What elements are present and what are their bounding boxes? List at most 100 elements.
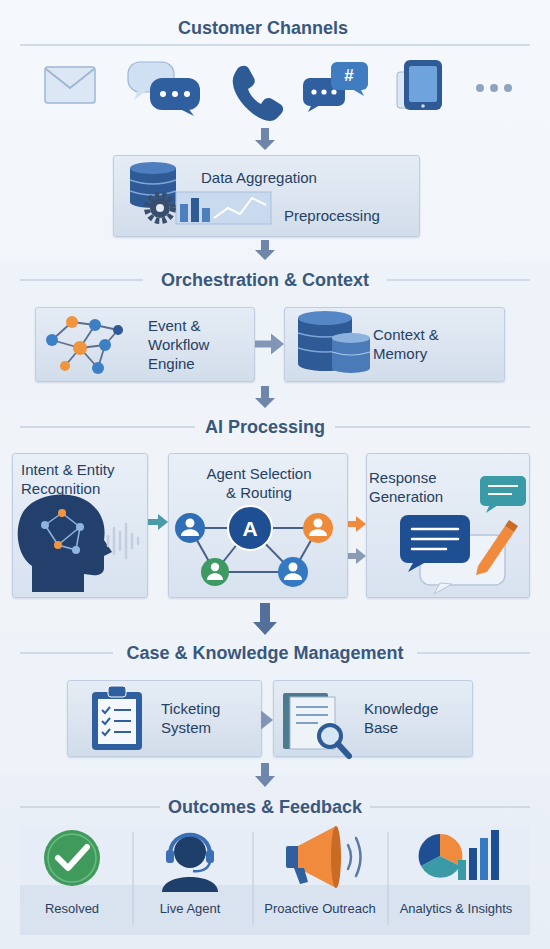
network-icon [72,322,95,325]
analytics-icon [491,830,499,880]
connector-line [148,519,159,525]
resolved-icon [44,830,100,886]
outcome-band [252,832,253,925]
hashtag-chat-icon [303,78,345,106]
more-dots [476,84,512,92]
more-dots [476,84,484,92]
memory-database-icon [332,333,370,343]
response-bubbles-icon [400,515,470,563]
megaphone-icon [286,826,361,888]
node-title: Intent & Entity Recognition [21,460,147,498]
agent-network-icon [215,528,250,572]
network-icon [92,362,104,374]
process-box: Intent & Entity Recognition [12,453,148,598]
knowledge-doc-icon [290,697,335,749]
section-band [0,410,550,632]
process-box: Data AggregationPreprocessing [113,155,420,237]
agent-network-icon [309,529,327,536]
live-agent-icon [170,835,210,855]
clipboard-icon [102,707,110,713]
connector-line [348,553,357,559]
hashtag-chat-icon [303,62,368,112]
waveform-icon [107,536,110,546]
agent-network-icon [250,528,293,572]
memory-database-icon [332,352,370,355]
knowledge-doc-icon [319,725,341,747]
flow-connector [348,516,366,532]
head-brain-icon [76,523,84,531]
waveform-icon [113,528,116,554]
head-brain-icon [18,495,112,592]
section-rule [370,806,530,808]
knowledge-doc-icon [296,707,328,723]
section-rule [417,652,530,654]
email-icon [45,67,95,103]
analytics-icon [458,860,466,880]
network-icon [113,325,123,335]
live-agent-icon [206,850,214,863]
megaphone-icon [331,826,341,888]
hashtag-chat-icon [352,88,364,96]
process-box: Ticketing System [67,680,262,757]
network-icon [52,322,72,340]
memory-database-icon [332,338,370,368]
network-icon [65,348,80,366]
arrow-head [271,334,284,355]
response-bubbles-icon [412,538,458,541]
database-icon [130,162,176,208]
section-rule [20,652,113,654]
memory-database-icon [332,363,370,373]
database-icon [130,162,176,174]
memory-database-icon [298,333,352,337]
network-icon [46,334,58,346]
chat-icon [184,91,190,97]
head-brain-icon [62,513,80,527]
section-rule [20,279,143,281]
outcome-label: Proactive Outreach [264,901,375,916]
agent-network-icon [201,558,229,586]
outcome-band [20,885,530,935]
clipboard-icon [114,720,131,722]
clipboard-icon [102,718,110,724]
knowledge-doc-icon [283,693,349,756]
node-subtitle: Preprocessing [284,206,414,225]
section-rule [387,279,530,281]
arrow-head [356,516,366,532]
memory-database-icon [298,348,352,352]
network-icon [95,325,118,330]
knowledge-doc-icon [338,744,349,756]
analytics-icon [469,848,477,880]
head-brain-icon [18,495,112,592]
network-icon [60,361,70,371]
flow-connector [348,548,366,564]
database-icon [130,180,176,184]
flow-arrow [255,386,275,408]
response-bubbles-icon [412,529,458,549]
chat-icon [128,62,174,92]
megaphone-icon [286,846,300,868]
head-brain-icon [45,525,58,545]
head-brain-icon [45,513,80,550]
resolved-icon [44,830,100,886]
node-title: Knowledge Base [364,699,459,737]
waveform-icon [125,524,128,558]
agent-network-icon [190,527,318,529]
node-title: Context & Memory [373,325,463,363]
node-title: Data Aggregation [201,168,361,187]
node-title: Ticketing System [161,699,241,737]
agent-network-icon [175,506,333,587]
network-icon [105,330,118,345]
head-brain-icon [72,546,80,554]
phone-icon [233,66,283,121]
megaphone-icon [356,838,361,876]
chat-icon [128,62,200,116]
waveform-icon [137,538,140,544]
outcome-label: Live Agent [160,901,221,916]
arrow-head [158,514,168,530]
outcome-label: Analytics & Insights [400,901,513,916]
connector-line [255,341,272,348]
hashtag-chat-icon [321,89,326,94]
megaphone-icon [348,838,361,876]
